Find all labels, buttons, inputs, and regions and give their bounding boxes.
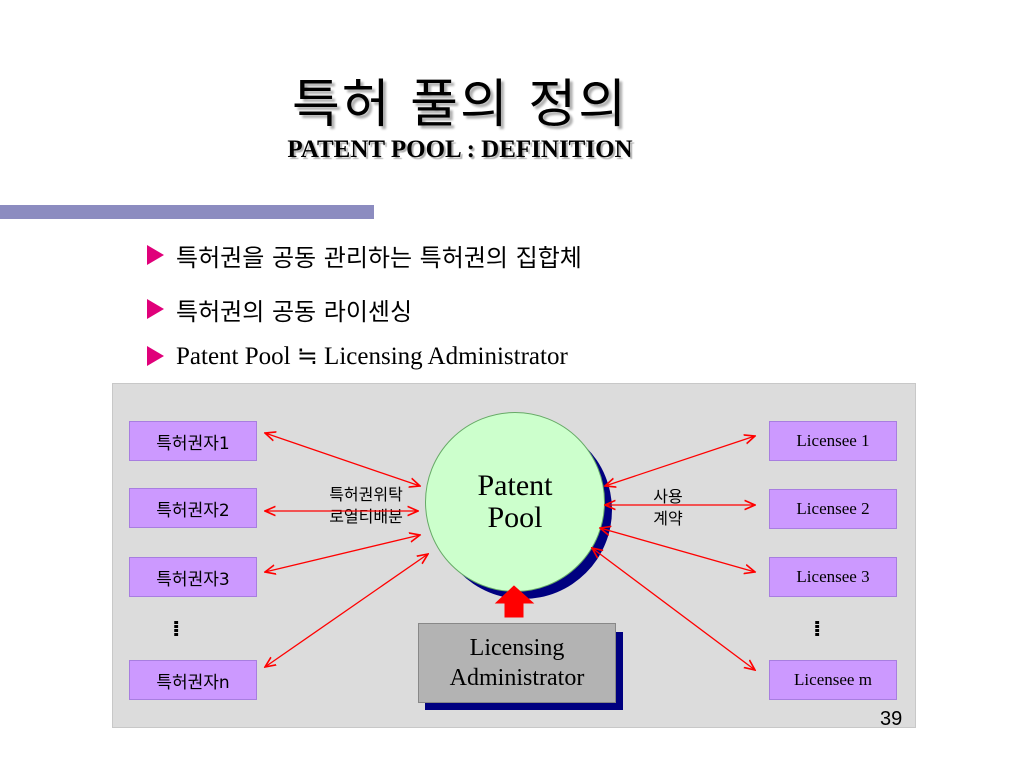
arrow-licensee3 — [600, 528, 755, 572]
page-number: 39 — [880, 708, 902, 731]
arrow-licensee1 — [605, 436, 755, 486]
arrow-holder1 — [265, 433, 420, 486]
arrow-holder-n — [265, 554, 428, 667]
arrow-holder3 — [265, 535, 420, 572]
arrow-licensee-m — [592, 548, 755, 670]
up-arrow-icon — [496, 586, 533, 617]
